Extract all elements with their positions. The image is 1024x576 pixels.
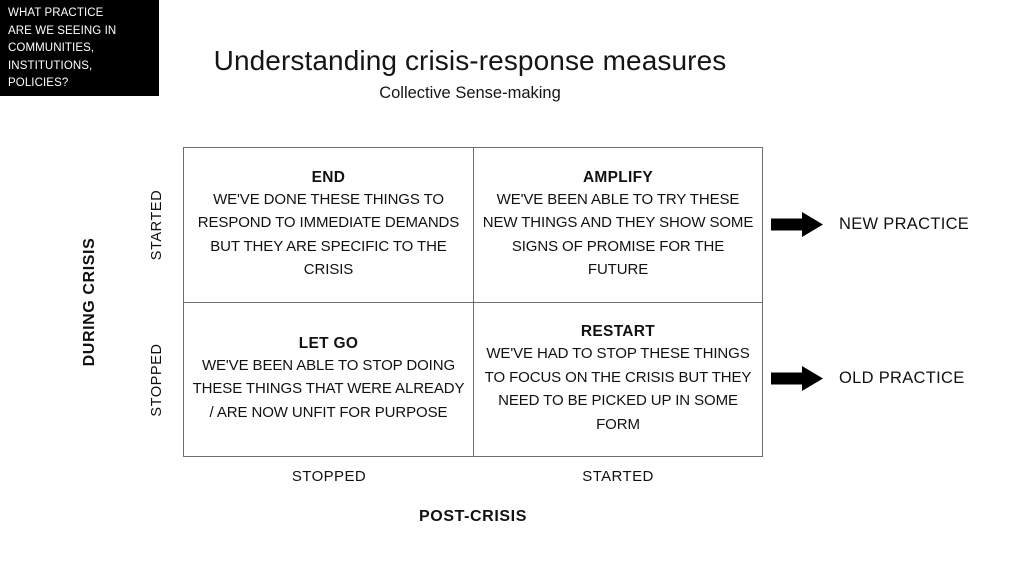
x-axis-tick-started: STARTED: [582, 468, 654, 485]
outcome-old-practice: OLD PRACTICE: [771, 366, 965, 391]
matrix-cell-title: LET GO: [298, 334, 359, 352]
question-line: WHAT PRACTICE: [8, 7, 104, 19]
question-line: INSTITUTIONS,: [8, 59, 93, 72]
x-axis-title: POST-CRISIS: [419, 508, 527, 525]
matrix-cell-amplify: AMPLIFY WE'VE BEEN ABLE TO TRY THESE NEW…: [473, 148, 762, 302]
matrix-cell-title: RESTART: [580, 323, 656, 340]
outcome-label: OLD PRACTICE: [839, 369, 965, 387]
crisis-response-matrix: END WE'VE DONE THESE THINGS TO RESPOND T…: [183, 147, 763, 457]
right-arrow-icon: [771, 212, 823, 237]
question-line: COMMUNITIES,: [8, 42, 95, 54]
right-arrow-icon: [771, 366, 823, 391]
matrix-cell-body: WE'VE HAD TO STOP THESE THINGS TO FOCUS …: [484, 345, 752, 433]
outcome-label: NEW PRACTICE: [839, 215, 970, 233]
question-line: POLICIES?: [8, 77, 69, 89]
y-axis-tick-stopped: STOPPED: [149, 343, 165, 417]
matrix-cell-let-go: LET GO WE'VE BEEN ABLE TO STOP DOING THE…: [184, 302, 473, 456]
page-title: Understanding crisis-response measures: [213, 45, 727, 76]
matrix-cell-end: END WE'VE DONE THESE THINGS TO RESPOND T…: [184, 148, 473, 302]
x-axis-tick-stopped: STOPPED: [291, 468, 367, 485]
matrix-cell-restart: RESTART WE'VE HAD TO STOP THESE THINGS T…: [473, 302, 762, 456]
question-callout-box: WHAT PRACTICE ARE WE SEEING IN COMMUNITI…: [0, 0, 159, 96]
question-line: ARE WE SEEING IN: [8, 24, 117, 37]
y-axis-title: DURING CRISIS: [81, 237, 98, 367]
outcome-new-practice: NEW PRACTICE: [771, 212, 969, 237]
matrix-cell-title: END: [311, 168, 346, 186]
matrix-cell-title: AMPLIFY: [582, 168, 654, 186]
matrix-cell-body: WE'VE BEEN ABLE TO STOP DOING THESE THIN…: [192, 356, 465, 421]
matrix-cell-body: WE'VE BEEN ABLE TO TRY THESE NEW THINGS …: [482, 190, 754, 279]
page-subtitle: Collective Sense-making: [379, 84, 561, 102]
matrix-cell-body: WE'VE DONE THESE THINGS TO RESPOND TO IM…: [197, 190, 460, 279]
y-axis-tick-started: STARTED: [149, 189, 165, 261]
